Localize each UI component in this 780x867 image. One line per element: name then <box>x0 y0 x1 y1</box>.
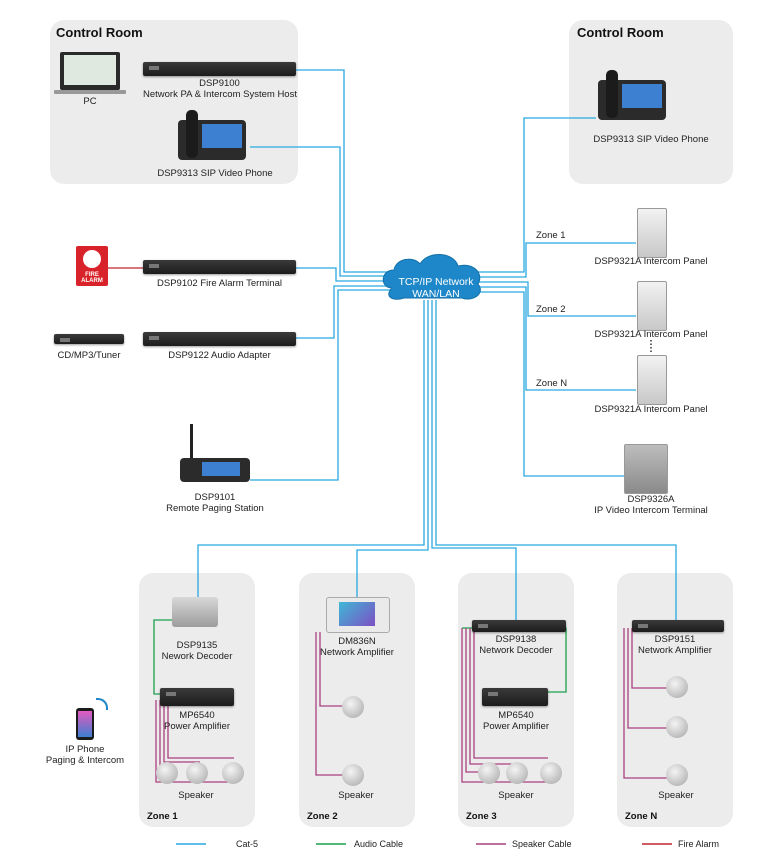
zone-n-speaker-label: Speaker <box>658 790 694 801</box>
intercom-panel-2-icon <box>637 281 667 331</box>
zone-2-speaker-label: Speaker <box>338 790 374 801</box>
dsp9100-label: DSP9100 Network PA & Intercom System Hos… <box>143 78 297 100</box>
speaker-icon <box>506 762 528 784</box>
speaker-icon <box>666 676 688 698</box>
legend-audio-cable: Audio Cable <box>354 839 404 849</box>
zone-n-dev1-desc: Network Amplifier <box>638 645 712 656</box>
dsp9326a-desc: IP Video Intercom Terminal <box>594 505 708 516</box>
zone-1-dev1-label: DSP9135 Nework Decoder <box>140 640 254 662</box>
zone-1-decoder-icon <box>172 597 218 627</box>
cd-tuner-icon <box>54 334 124 344</box>
zone-1-dev1-desc: Nework Decoder <box>161 651 233 662</box>
speaker-icon <box>540 762 562 784</box>
smartphone-icon <box>76 708 94 740</box>
fire-alarm-icon-text: FIRE ALARM <box>81 272 103 284</box>
zone-2-label: Zone 2 <box>307 811 338 822</box>
control-room-left-panel <box>50 20 298 184</box>
zone-1-dev2-model: MP6540 <box>179 710 215 721</box>
dsp9100-model: DSP9100 <box>199 78 240 89</box>
pc-label: PC <box>83 96 97 107</box>
intercom-panel-n-icon <box>637 355 667 405</box>
network-cloud-icon <box>382 254 481 300</box>
cloud-label-line1: TCP/IP Network <box>398 276 474 288</box>
zone-3-dev2-desc: Power Amplifier <box>483 721 549 732</box>
speaker-icon <box>222 762 244 784</box>
dsp9102-device-icon <box>143 260 296 274</box>
zone-2-dev1-desc: Network Amplifier <box>320 647 394 658</box>
ip-phone-title: IP Phone <box>65 744 105 755</box>
legend-speaker-cable: Speaker Cable <box>512 839 572 849</box>
ip-phone-label: IP Phone Paging & Intercom <box>40 744 130 766</box>
zone-2-amplifier-icon <box>326 597 390 633</box>
right-zone-2-label: Zone 2 <box>536 304 566 315</box>
intercom-panel-1-icon <box>637 208 667 258</box>
zone-3-decoder-icon <box>472 620 566 632</box>
dsp9101-label: DSP9101 Remote Paging Station <box>150 492 280 514</box>
dsp9100-device-icon <box>143 62 296 76</box>
dsp9100-desc: Network PA & Intercom System Host <box>143 89 297 100</box>
cd-tuner-label: CD/MP3/Tuner <box>57 350 121 361</box>
zone-3-dev2-model: MP6540 <box>498 710 534 721</box>
paging-station-icon <box>176 424 252 486</box>
cloud-label: TCP/IP Network WAN/LAN <box>394 276 478 300</box>
dsp9326a-label: DSP9326A IP Video Intercom Terminal <box>586 494 716 516</box>
dsp9102-label: DSP9102 Fire Alarm Terminal <box>157 278 282 289</box>
zone-2-dev1-model: DM836N <box>338 636 376 647</box>
dsp9101-desc: Remote Paging Station <box>166 503 264 514</box>
zone-n-dev1-label: DSP9151 Network Amplifier <box>618 634 732 656</box>
zone-1-dev1-model: DSP9135 <box>176 640 218 651</box>
zone-3-amplifier-icon <box>482 688 548 706</box>
dsp9122-label: DSP9122 Audio Adapter <box>168 350 271 361</box>
pc-base-icon <box>54 90 126 94</box>
speaker-icon <box>342 696 364 718</box>
sip-video-phone-left-label: DSP9313 SIP Video Phone <box>157 168 273 179</box>
control-room-left-title: Control Room <box>56 25 143 40</box>
ip-phone-desc: Paging & Intercom <box>45 755 125 766</box>
legend-cat5: Cat-5 <box>236 839 259 849</box>
speaker-icon <box>186 762 208 784</box>
dsp9122-device-icon <box>143 332 296 346</box>
zone-1-amplifier-icon <box>160 688 234 706</box>
intercom-panel-2-label: DSP9321A Intercom Panel <box>594 329 708 340</box>
zone-3-dev1-label: DSP9138 Network Decoder <box>459 634 573 656</box>
video-intercom-terminal-icon <box>624 444 668 494</box>
zone-3-dev2-label: MP6540 Power Amplifier <box>459 710 573 732</box>
zone-1-label: Zone 1 <box>147 811 178 822</box>
sip-video-phone-icon <box>178 110 248 162</box>
intercom-panel-1-label: DSP9321A Intercom Panel <box>594 256 708 267</box>
sip-video-phone-right-label: DSP9313 SIP Video Phone <box>593 134 709 145</box>
dsp9101-model: DSP9101 <box>194 492 236 503</box>
zone-1-dev2-label: MP6540 Power Amplifier <box>140 710 254 732</box>
fire-alarm-icon: FIRE ALARM <box>76 246 108 286</box>
dsp9326a-model: DSP9326A <box>627 494 675 505</box>
speaker-icon <box>156 762 178 784</box>
zone-n-amplifier-icon <box>632 620 724 632</box>
control-room-right-title: Control Room <box>577 25 664 40</box>
right-zone-n-label: Zone N <box>536 378 568 389</box>
speaker-icon <box>666 764 688 786</box>
zone-n-label: Zone N <box>625 811 658 822</box>
zone-1-dev2-desc: Power Amplifier <box>164 721 230 732</box>
zone-3-dev1-desc: Network Decoder <box>479 645 553 656</box>
pc-icon <box>60 52 120 90</box>
zone-2-dev1-label: DM836N Network Amplifier <box>300 636 414 658</box>
right-zone-1-label: Zone 1 <box>536 230 566 241</box>
zone-3-dev1-model: DSP9138 <box>495 634 537 645</box>
sip-video-phone-right-icon <box>598 70 668 122</box>
speaker-icon <box>666 716 688 738</box>
cloud-label-line2: WAN/LAN <box>412 288 460 300</box>
zone-3-speaker-label: Speaker <box>498 790 534 801</box>
zone-3-label: Zone 3 <box>466 811 497 822</box>
zone-n-dev1-model: DSP9151 <box>654 634 696 645</box>
zone-1-speaker-label: Speaker <box>178 790 214 801</box>
wifi-icon <box>96 698 108 710</box>
speaker-icon <box>478 762 500 784</box>
intercom-panel-n-label: DSP9321A Intercom Panel <box>594 404 708 415</box>
speaker-icon <box>342 764 364 786</box>
legend-fire-alarm: Fire Alarm <box>678 839 720 849</box>
